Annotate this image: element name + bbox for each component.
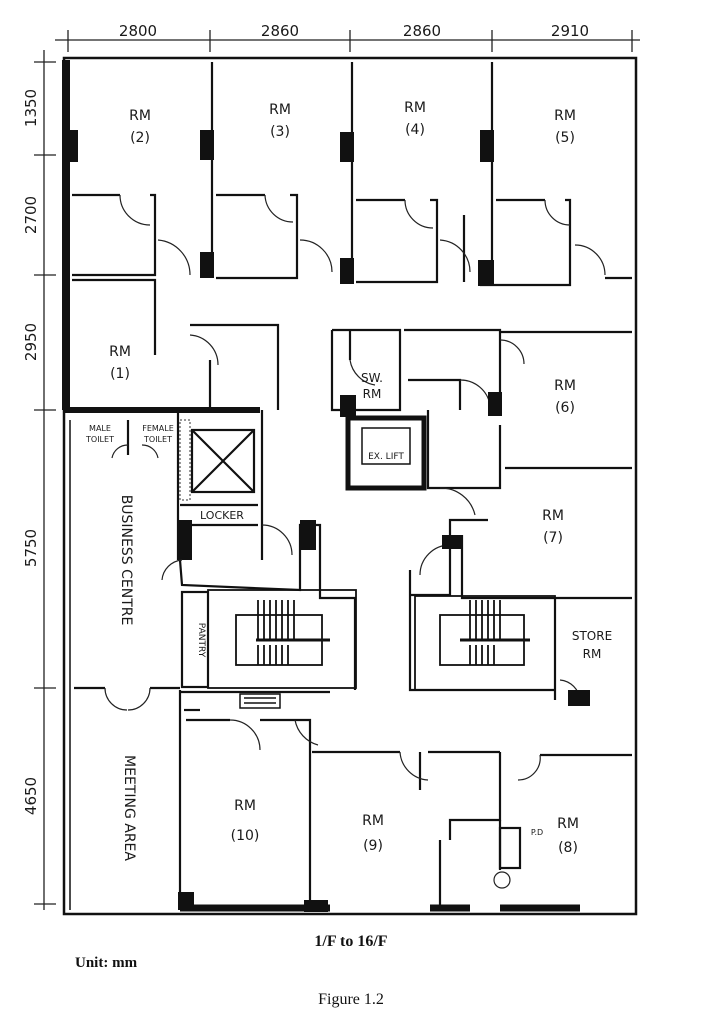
top-room-doors xyxy=(119,194,606,276)
dimension-labels: 2800 2860 2860 2910 1350 2700 2950 5750 … xyxy=(22,22,589,815)
dim-left-1: 1350 xyxy=(22,89,40,127)
store-rm-line2: RM xyxy=(583,647,602,661)
core-doors xyxy=(111,444,293,581)
room-1-walls xyxy=(72,278,280,410)
east-columns xyxy=(442,535,590,706)
top-rooms-walls xyxy=(72,62,632,287)
center-doors xyxy=(349,339,525,516)
core-columns xyxy=(178,520,316,560)
dim-top-2: 2860 xyxy=(261,22,299,40)
store-rm-line1: STORE xyxy=(572,629,612,643)
dimension-lines xyxy=(34,30,640,910)
figure-caption: Figure 1.2 xyxy=(318,991,384,1008)
rm9-num: (9) xyxy=(363,838,383,854)
stair-east xyxy=(414,595,556,691)
rm2-name: RM xyxy=(129,108,151,124)
rm3-num: (3) xyxy=(270,124,290,140)
south-walls xyxy=(180,690,632,908)
dim-left-5: 4650 xyxy=(22,777,40,815)
rm2-num: (2) xyxy=(130,130,150,146)
south-columns xyxy=(178,892,328,912)
room-1-door xyxy=(189,334,219,366)
meeting-area-label: MEETING AREA xyxy=(121,755,137,861)
male-toilet-line1: MALE xyxy=(89,424,111,433)
business-centre-label: BUSINESS CENTRE xyxy=(118,495,134,626)
room-labels: RM (2) RM (3) RM (4) RM (5) RM (1) RM (6… xyxy=(109,100,579,856)
rm10-name: RM xyxy=(234,798,256,814)
center-columns xyxy=(340,392,502,417)
center-walls xyxy=(330,328,502,491)
rm1-name: RM xyxy=(109,344,131,360)
sw-rm-line2: RM xyxy=(363,387,382,401)
rm8-num: (8) xyxy=(558,840,578,856)
dim-left-2: 2700 xyxy=(22,196,40,234)
unit-caption: Unit: mm xyxy=(75,955,138,971)
rm8-name: RM xyxy=(557,816,579,832)
ex-lift-label: EX. LIFT xyxy=(368,452,404,462)
west-doors xyxy=(104,687,151,711)
service-labels: SW. RM STORE RM EX. LIFT MALE TOILET FEM… xyxy=(85,371,612,861)
top-room-columns xyxy=(64,130,494,286)
rm4-name: RM xyxy=(404,100,426,116)
dim-left-4: 5750 xyxy=(22,529,40,567)
dim-top-3: 2860 xyxy=(403,22,441,40)
floor-caption: 1/F to 16/F xyxy=(314,933,388,950)
female-toilet-line2: TOILET xyxy=(143,435,172,444)
rm5-name: RM xyxy=(554,108,576,124)
rm7-num: (7) xyxy=(543,530,563,546)
rm6-name: RM xyxy=(554,378,576,394)
rm7-name: RM xyxy=(542,508,564,524)
core-walls xyxy=(126,410,357,690)
pantry-label: PANTRY xyxy=(196,623,206,658)
rm5-num: (5) xyxy=(555,130,575,146)
south-doors xyxy=(229,719,541,889)
lift-shaft-hatch xyxy=(179,419,191,501)
rm10-num: (10) xyxy=(231,828,260,844)
male-toilet-line2: TOILET xyxy=(85,435,114,444)
dim-top-1: 2800 xyxy=(119,22,157,40)
south-fixtures xyxy=(239,693,281,709)
east-rooms-walls xyxy=(408,330,632,700)
dim-top-4: 2910 xyxy=(551,22,589,40)
pd-label: P.D xyxy=(531,828,543,837)
rm4-num: (4) xyxy=(405,122,425,138)
dim-left-3: 2950 xyxy=(22,323,40,361)
rm3-name: RM xyxy=(269,102,291,118)
stair-west xyxy=(207,589,357,689)
west-walls xyxy=(74,590,210,908)
rm9-name: RM xyxy=(362,813,384,829)
sw-rm-line1: SW. xyxy=(361,371,383,385)
outer-walls xyxy=(62,56,638,916)
rm1-num: (1) xyxy=(110,366,130,382)
rm6-num: (6) xyxy=(555,400,575,416)
locker-label: LOCKER xyxy=(200,509,244,522)
female-toilet-line1: FEMALE xyxy=(142,424,174,433)
